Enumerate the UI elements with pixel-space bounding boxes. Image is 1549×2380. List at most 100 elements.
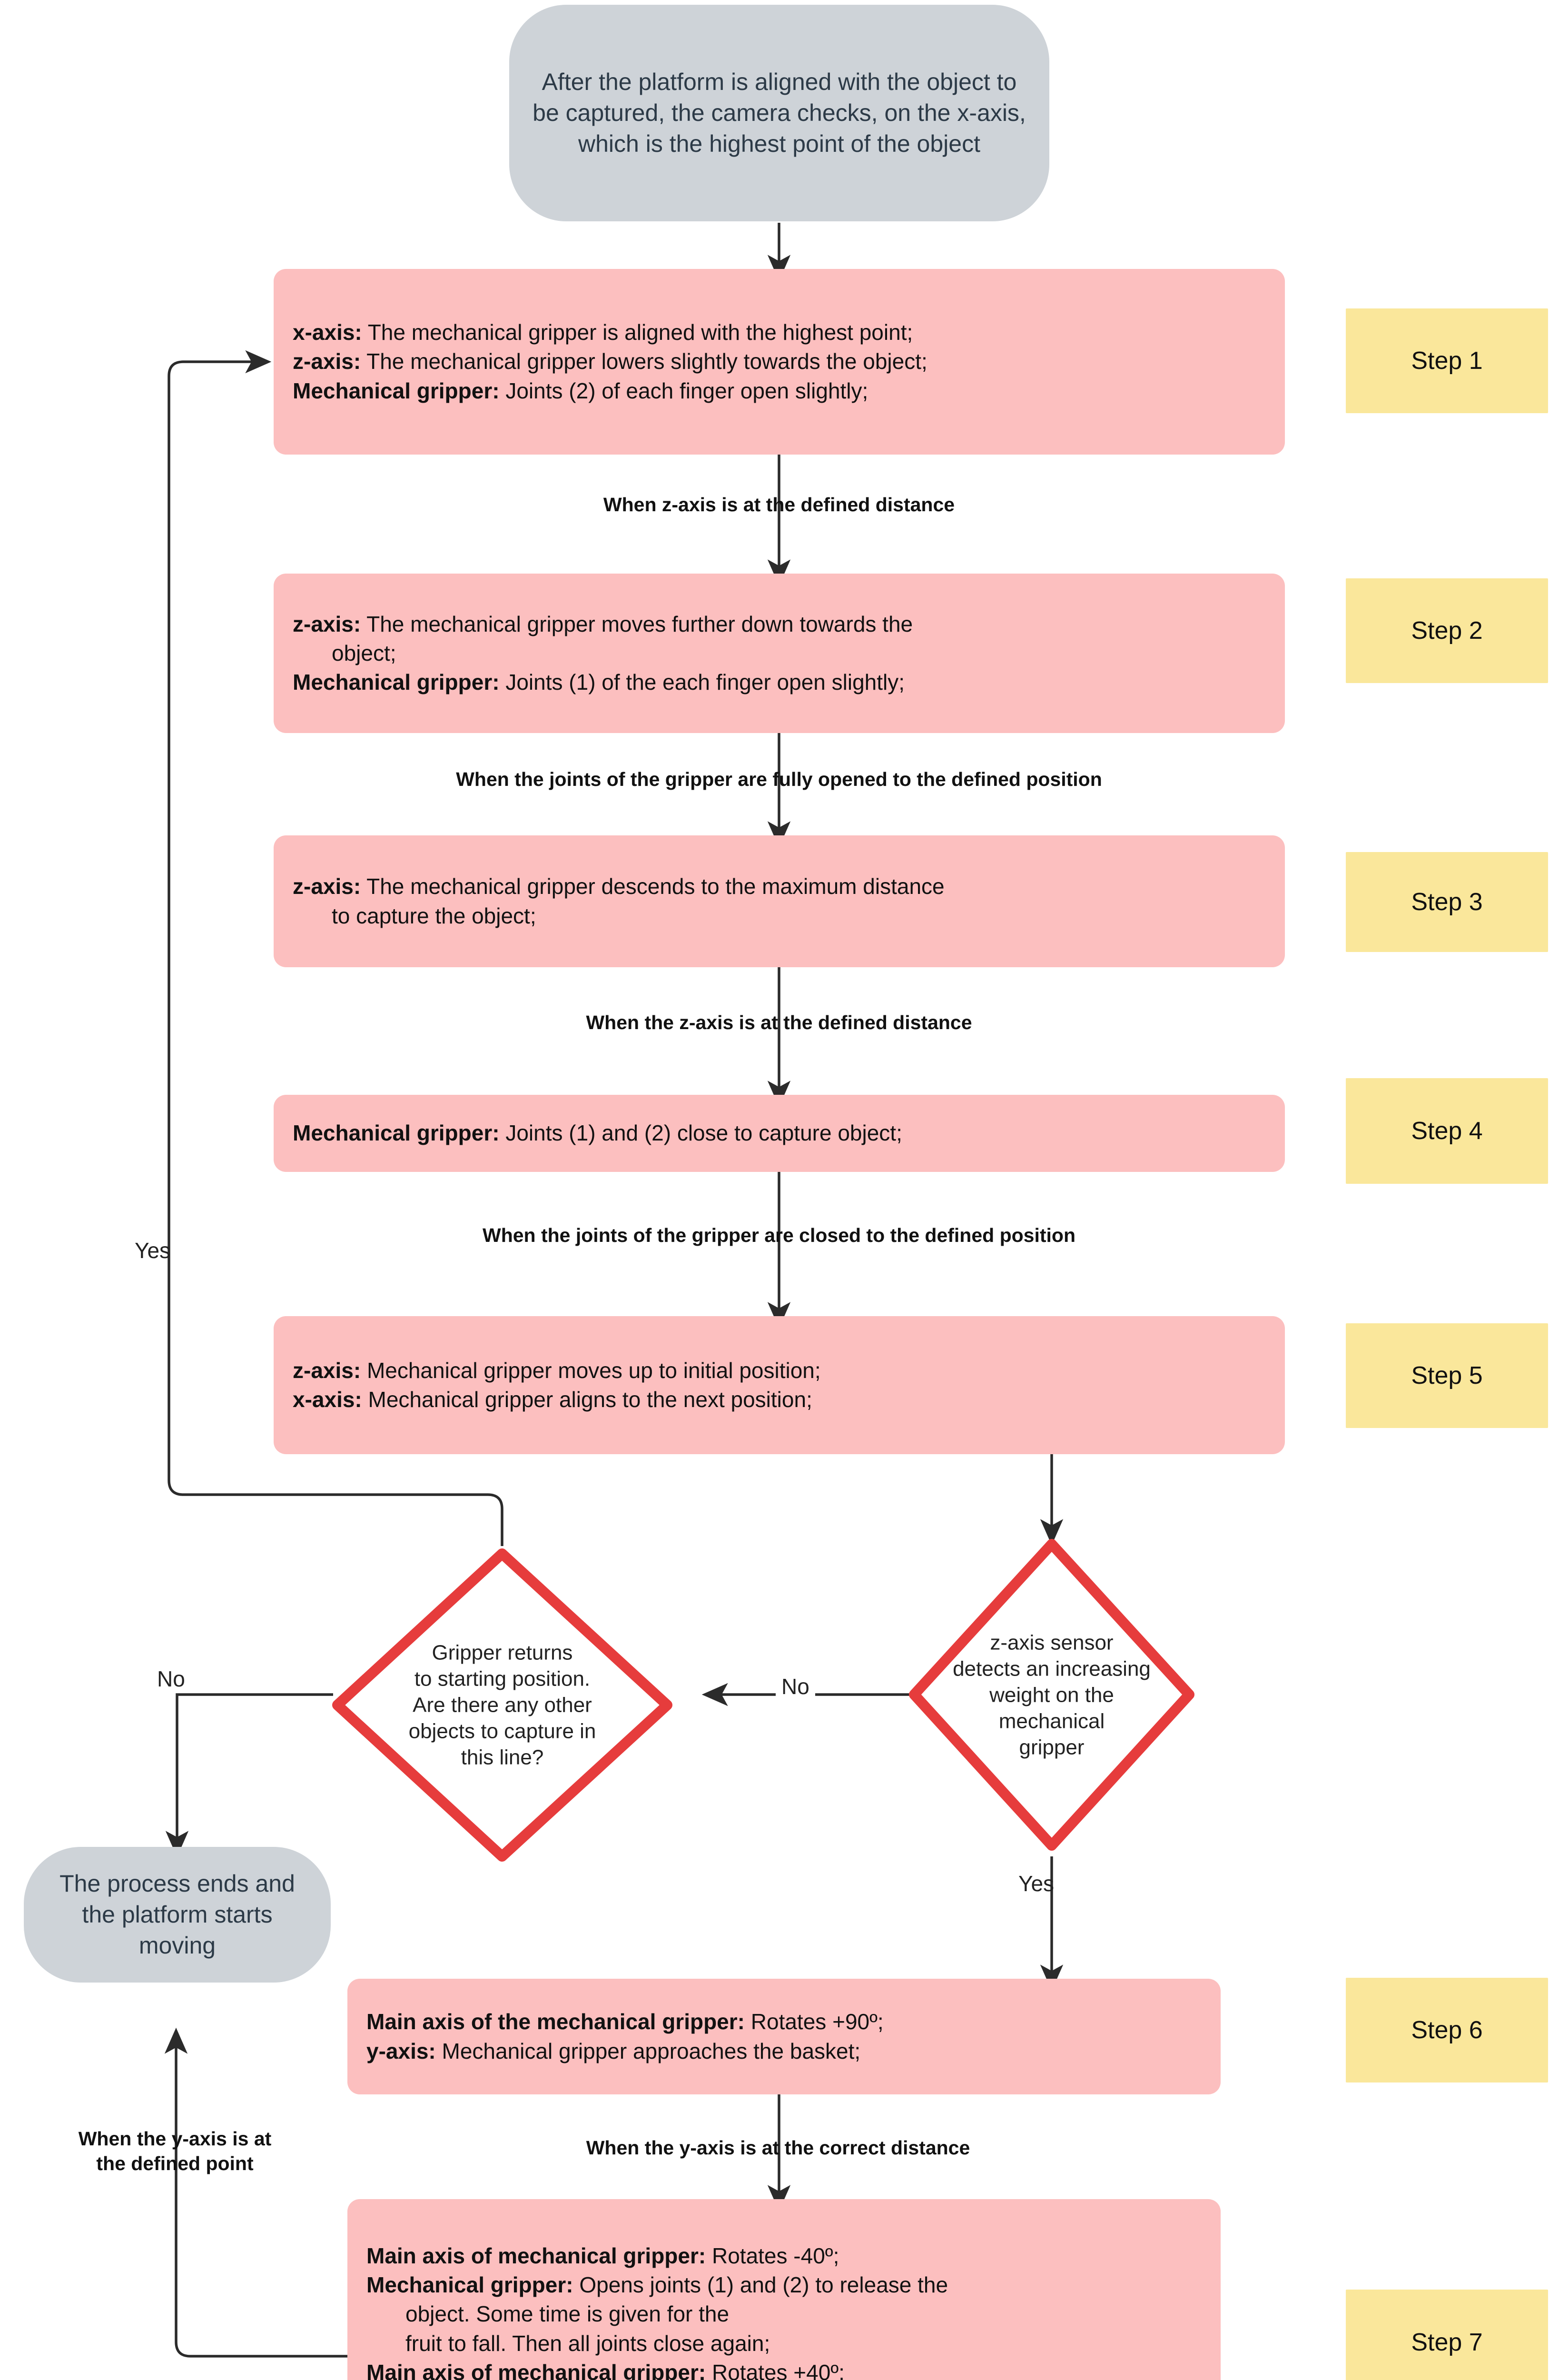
step-tag-label: Step 3 [1411,888,1483,916]
process-line-text: Rotates +40º; [706,2360,845,2380]
process-line: z-axis: The mechanical gripper descends … [293,872,945,901]
step-tag-5: Step 5 [1346,1323,1548,1428]
diamond-shape [332,1548,672,1862]
process-line-label: Mechanical gripper: [366,2272,573,2298]
decision-line: Gripper returns [432,1641,573,1665]
process-line-text: Joints (2) of each finger open slightly; [499,378,868,403]
edge-label-text: the defined point [96,2152,254,2174]
process-line-text: Mechanical gripper moves up to initial p… [361,1358,821,1383]
process-line: Main axis of mechanical gripper: Rotates… [366,2241,948,2271]
edge-label-yes-loop: Yes [135,1238,170,1263]
process-line-text: Rotates -40º; [706,2243,839,2268]
step-tag-3: Step 3 [1346,852,1548,952]
process-line-text: object; [332,640,396,665]
process-line: x-axis: Mechanical gripper aligns to the… [293,1385,821,1414]
process-line-text: The mechanical gripper is aligned with t… [362,320,913,345]
process-line: to capture the object; [293,902,945,931]
edge-label-text: When the joints of the gripper are close… [483,1224,1075,1246]
process-step-5: z-axis: Mechanical gripper moves up to i… [274,1316,1285,1454]
process-line-label: z-axis: [293,1358,361,1383]
edge-label-y-axis-defined-point: When the y-axis is at the defined point [17,2127,333,2176]
step-tag-label: Step 6 [1411,2016,1483,2044]
process-line: Mechanical gripper: Joints (2) of each f… [293,377,927,406]
process-line-text: Mechanical gripper aligns to the next po… [362,1387,812,1412]
edge-label-text: No [781,1674,809,1699]
process-step-1: x-axis: The mechanical gripper is aligne… [274,269,1285,455]
edge-label-text: When the z-axis is at the defined distan… [586,1012,972,1033]
process-line: object; [293,639,913,668]
process-line: z-axis: The mechanical gripper lowers sl… [293,347,927,376]
process-line: Mechanical gripper: Joints (1) and (2) c… [293,1119,902,1148]
process-line: object. Some time is given for the [366,2300,948,2329]
step-tag-2: Step 2 [1346,578,1548,683]
process-line-text: to capture the object; [332,903,536,928]
decision-line: gripper [1019,1735,1085,1759]
edge-label-text: When the y-axis is at [78,2128,272,2150]
edge-label-text: When the y-axis is at the correct distan… [586,2137,970,2159]
process-line-label: z-axis: [293,874,361,899]
terminal-end-text: The process ends and the platform starts… [59,1870,295,1959]
step-tag-label: Step 1 [1411,347,1483,375]
process-step-3: z-axis: The mechanical gripper descends … [274,835,1285,967]
process-step-7: Main axis of mechanical gripper: Rotates… [347,2199,1221,2380]
edge-label-z-defined-distance: When z-axis is at the defined distance [303,493,1255,517]
diamond-shape [909,1539,1194,1851]
decision-weight-sensor-text: z-axis sensor detects an increasing weig… [947,1629,1156,1760]
terminal-end: The process ends and the platform starts… [24,1847,331,1983]
process-line-label: y-axis: [366,2038,436,2063]
process-step-2: z-axis: The mechanical gripper moves fur… [274,574,1285,733]
edge-label-no-left: No [157,1666,185,1692]
edge-label-text: Yes [1018,1871,1055,1896]
process-line-text: Joints (1) of the each finger open sligh… [499,670,905,695]
edge-label-y-axis-correct-distance: When the y-axis is at the correct distan… [333,2136,1223,2161]
edge-label-text: When the joints of the gripper are fully… [456,768,1102,790]
edge-label-yes-down: Yes [1018,1871,1054,1896]
process-line-label: Main axis of the mechanical gripper: [366,2009,745,2034]
decision-line: detects an increasing [953,1657,1151,1680]
process-line-text: The mechanical gripper moves further dow… [361,611,913,636]
decision-line: z-axis sensor [990,1631,1114,1654]
process-line-label: z-axis: [293,349,361,374]
process-line-text: The mechanical gripper lowers slightly t… [361,349,927,374]
process-line-label: Mechanical gripper: [293,1121,500,1146]
edge-label-joints-fully-opened: When the joints of the gripper are fully… [303,767,1255,792]
process-line-text: fruit to fall. Then all joints close aga… [405,2330,770,2356]
process-line: Mechanical gripper: Joints (1) of the ea… [293,668,913,697]
step-tag-label: Step 5 [1411,1362,1483,1389]
process-step-4: Mechanical gripper: Joints (1) and (2) c… [274,1095,1285,1172]
step-tag-label: Step 7 [1411,2329,1483,2356]
process-line-text: Opens joints (1) and (2) to release the [573,2272,948,2298]
process-line: fruit to fall. Then all joints close aga… [366,2329,948,2358]
decision-more-objects[interactable]: Gripper returns to starting position. Ar… [330,1546,675,1864]
process-line: Main axis of mechanical gripper: Rotates… [366,2358,948,2380]
terminal-start: After the platform is aligned with the o… [509,5,1049,221]
decision-weight-sensor[interactable]: z-axis sensor detects an increasing weig… [907,1537,1197,1853]
process-line-label: x-axis: [293,1387,362,1412]
process-line-text: Rotates +90º; [744,2009,884,2034]
process-step-6: Main axis of the mechanical gripper: Rot… [347,1979,1221,2094]
step-tag-4: Step 4 [1346,1078,1548,1184]
process-line-text: Mechanical gripper approaches the basket… [435,2038,861,2063]
process-line-label: x-axis: [293,320,362,345]
decision-more-objects-text: Gripper returns to starting position. Ar… [378,1640,627,1771]
process-line-label: Mechanical gripper: [293,378,500,403]
decision-line: objects to capture in [408,1719,596,1743]
edge-label-text: When z-axis is at the defined distance [603,494,955,516]
process-line-label: Main axis of mechanical gripper: [366,2360,706,2380]
process-line-label: Main axis of mechanical gripper: [366,2243,706,2268]
decision-line: this line? [461,1745,544,1769]
terminal-start-text: After the platform is aligned with the o… [533,69,1026,157]
edge-label-no-middle: No [776,1674,815,1699]
process-line-label: Mechanical gripper: [293,670,500,695]
edge-label-text: Yes [135,1238,171,1263]
step-tag-label: Step 4 [1411,1117,1483,1145]
process-line-text: object. Some time is given for the [405,2301,730,2327]
step-tag-6: Step 6 [1346,1978,1548,2082]
step-tag-7: Step 7 [1346,2290,1548,2380]
step-tag-1: Step 1 [1346,308,1548,413]
process-line-text: Joints (1) and (2) close to capture obje… [499,1121,902,1146]
process-line: Main axis of the mechanical gripper: Rot… [366,2007,884,2036]
decision-line: to starting position. [414,1667,591,1691]
edge-label-text: No [157,1666,185,1691]
